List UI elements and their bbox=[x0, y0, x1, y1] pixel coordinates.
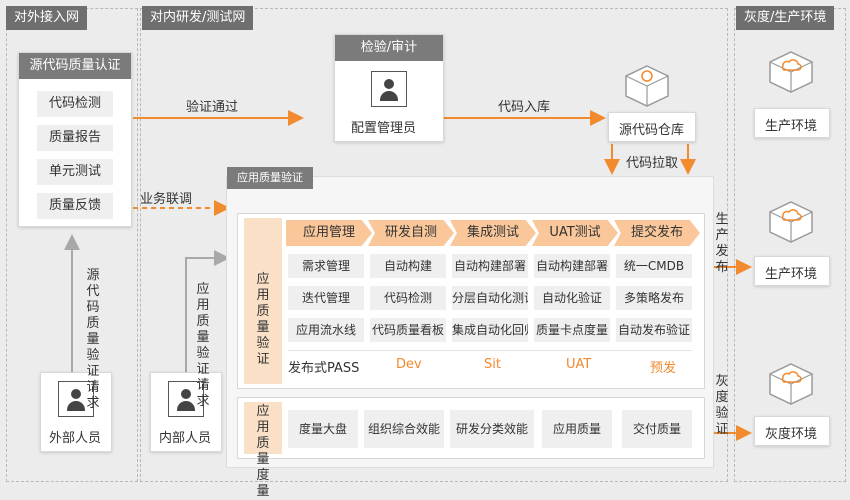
external-person-label: 外部人员 bbox=[49, 431, 102, 446]
capability-cell: 质量卡点度量 bbox=[534, 318, 610, 342]
internal-person-card: 内部人员 bbox=[150, 372, 222, 452]
stage-dev-selftest: 研发自测 bbox=[368, 220, 454, 246]
env-preprod: 预发 bbox=[650, 361, 677, 376]
env-gray-box: 灰度环境 bbox=[754, 416, 830, 446]
audit-title: 检验/审计 bbox=[335, 35, 443, 61]
audit-person-label: 配置管理员 bbox=[351, 121, 417, 136]
internal-person-icon bbox=[168, 381, 204, 417]
external-person-card: 外部人员 bbox=[40, 372, 112, 452]
pass-row: 发布式PASS Dev Sit UAT 预发 bbox=[288, 350, 692, 379]
capability-cell: 应用流水线 bbox=[288, 318, 364, 342]
capability-cell: 自动构建部署 bbox=[452, 254, 528, 278]
env-dev: Dev bbox=[396, 357, 422, 372]
stage-integration: 集成测试 bbox=[450, 220, 536, 246]
pipeline-card: 应用质量验证 应用管理 研发自测 集成测试 UAT测试 提交发布 需求管理 自动… bbox=[237, 213, 705, 389]
stage-app-mgmt: 应用管理 bbox=[286, 220, 372, 246]
zone-external-label: 对外接入网 bbox=[6, 6, 88, 30]
env-prod2-box: 生产环境 bbox=[754, 256, 830, 286]
flow-business-debug: 业务联调 bbox=[140, 192, 193, 207]
cloud-cube-icon bbox=[768, 50, 814, 94]
capability-cell: 代码检测 bbox=[370, 286, 446, 310]
source-quality-card: 源代码质量认证 代码检测 质量报告 单元测试 质量反馈 bbox=[18, 52, 132, 227]
metric-item: 交付质量 bbox=[622, 410, 692, 448]
capability-cell: 自动化验证 bbox=[534, 286, 610, 310]
repo-cube-icon bbox=[624, 64, 670, 108]
flow-arrows bbox=[64, 110, 752, 441]
zone-internal-label: 对内研发/测试网 bbox=[142, 6, 254, 30]
cloud-cube-icon bbox=[768, 200, 814, 244]
env-prod1-box: 生产环境 bbox=[754, 108, 830, 138]
env-gray-label: 灰度环境 bbox=[765, 427, 818, 442]
audit-card: 检验/审计 配置管理员 bbox=[334, 34, 444, 142]
flow-source-request: 源代码质量验证请求 bbox=[86, 268, 100, 411]
capability-cell: 多策略发布 bbox=[616, 286, 692, 310]
metric-item: 应用质量 bbox=[542, 410, 612, 448]
stage-row: 应用管理 研发自测 集成测试 UAT测试 提交发布 bbox=[286, 220, 702, 246]
capability-cell: 代码质量看板 bbox=[370, 318, 446, 342]
metric-item: 度量大盘 bbox=[288, 410, 358, 448]
admin-avatar-icon bbox=[371, 71, 407, 107]
capability-cell: 统一CMDB bbox=[616, 254, 692, 278]
app-quality-panel-title: 应用质量验证 bbox=[227, 167, 313, 189]
metric-item: 组织综合效能 bbox=[364, 410, 444, 448]
capability-cell: 自动构建部署 bbox=[534, 254, 610, 278]
flow-prod-release: 生产发布 bbox=[715, 212, 729, 275]
source-quality-item: 质量反馈 bbox=[37, 193, 113, 219]
flow-code-pull: 代码拉取 bbox=[626, 156, 679, 171]
architecture-diagram: 对外接入网 对内研发/测试网 灰度/生产环境 源代码质量认证 代码检测 质量报告… bbox=[6, 6, 846, 499]
internal-person-label: 内部人员 bbox=[159, 431, 212, 446]
source-quality-item: 代码检测 bbox=[37, 91, 113, 117]
metrics-side-label: 应用质量度量 bbox=[244, 402, 282, 499]
capability-cell: 迭代管理 bbox=[288, 286, 364, 310]
source-quality-title: 源代码质量认证 bbox=[19, 53, 131, 79]
capability-cell: 分层自动化测试 bbox=[452, 286, 528, 310]
repo-label-box: 源代码仓库 bbox=[608, 112, 696, 142]
flow-code-commit: 代码入库 bbox=[498, 100, 551, 115]
zone-production-label: 灰度/生产环境 bbox=[736, 6, 835, 30]
env-uat: UAT bbox=[566, 357, 592, 372]
pipeline-side-label: 应用质量验证 bbox=[244, 218, 282, 384]
env-prod2-label: 生产环境 bbox=[765, 267, 818, 282]
metrics-card: 应用质量度量 度量大盘 组织综合效能 研发分类效能 应用质量 交付质量 bbox=[237, 397, 705, 499]
capability-cell: 自动构建 bbox=[370, 254, 446, 278]
metric-item: 研发分类效能 bbox=[450, 410, 534, 448]
capability-cell: 需求管理 bbox=[288, 254, 364, 278]
flow-verify-pass: 验证通过 bbox=[186, 100, 239, 115]
capability-cell: 集成自动化回归 bbox=[452, 318, 528, 342]
capability-cell: 自动发布验证 bbox=[616, 318, 692, 342]
repo-label: 源代码仓库 bbox=[619, 123, 685, 138]
flow-app-request: 应用质量验证请求 bbox=[196, 282, 210, 409]
env-sit: Sit bbox=[484, 357, 501, 372]
env-prod1-label: 生产环境 bbox=[765, 119, 818, 134]
source-quality-item: 单元测试 bbox=[37, 159, 113, 185]
flow-gray-verify: 灰度验证 bbox=[715, 374, 729, 437]
cloud-cube-icon bbox=[768, 362, 814, 406]
stage-release: 提交发布 bbox=[614, 220, 700, 246]
source-quality-item: 质量报告 bbox=[37, 125, 113, 151]
external-person-icon bbox=[58, 381, 94, 417]
pass-label: 发布式PASS bbox=[288, 361, 360, 376]
app-quality-panel: 应用质量验证 应用质量验证 应用管理 研发自测 集成测试 UAT测试 提交发布 … bbox=[226, 167, 714, 499]
zone-internal bbox=[140, 8, 728, 482]
stage-uat: UAT测试 bbox=[532, 220, 618, 246]
